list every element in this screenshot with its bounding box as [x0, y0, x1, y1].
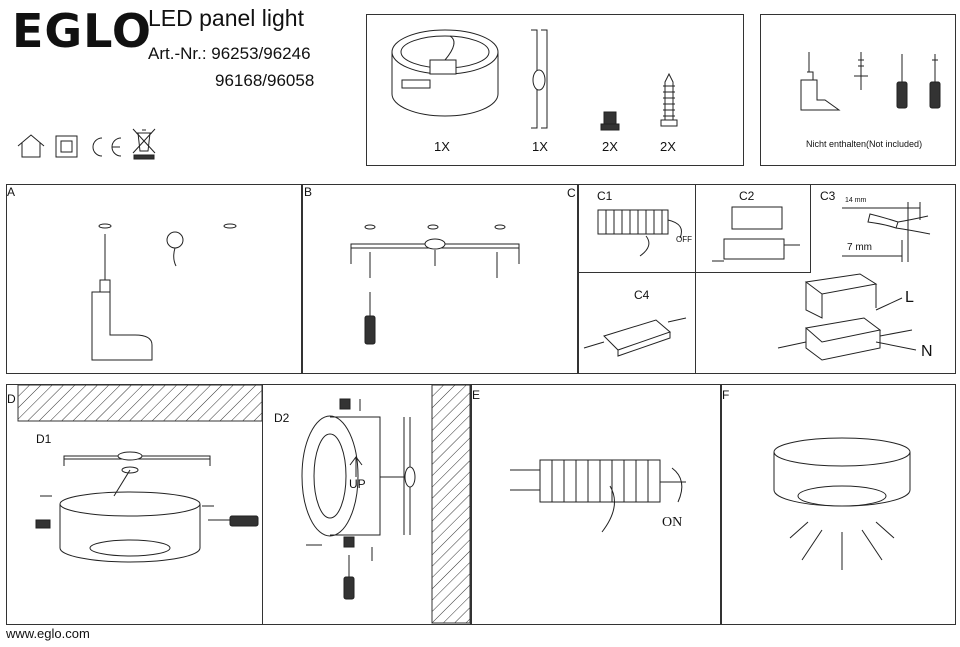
step-c3-strip-outer: 14 mm — [845, 197, 867, 204]
wall-hatch — [431, 384, 471, 624]
step-e-on-text: ON — [662, 515, 683, 530]
qty-wall-plug: 2X — [660, 139, 676, 154]
step-f-label: F — [722, 388, 730, 402]
step-c-panel — [578, 184, 956, 374]
step-c1-off-text: OFF — [676, 235, 692, 244]
step-d1-ceiling-mount-drawing — [35, 451, 259, 563]
flat-screwdriver-icon — [896, 54, 908, 109]
protection-class-ii-icon — [55, 135, 78, 158]
step-c2-terminal-drawing — [712, 206, 800, 262]
phillips-screwdriver-icon — [929, 54, 941, 109]
drill-icon — [800, 52, 841, 111]
house-indoor-icon — [17, 134, 45, 158]
step-a-drilling-drawing — [91, 223, 237, 361]
step-a-label: A — [7, 185, 16, 199]
step-f-panel — [721, 384, 956, 625]
step-c3-strip-inner: 7 mm — [847, 242, 872, 253]
step-a-panel — [6, 184, 302, 374]
step-f-light-on-drawing — [773, 437, 911, 570]
step-e-panel — [471, 384, 721, 625]
step-c-neutral-label: N — [921, 343, 933, 360]
article-numbers-line1: Art.-Nr.: 96253/96246 — [148, 44, 311, 63]
step-e-label: E — [472, 388, 481, 402]
step-d-label: D — [7, 392, 16, 406]
qty-mounting-bracket: 1X — [532, 139, 548, 154]
ceiling-hatch — [17, 384, 263, 422]
step-b-label: B — [304, 185, 313, 199]
step-b-panel — [302, 184, 578, 374]
step-d1-label: D1 — [36, 432, 52, 446]
weee-bin-icon — [132, 128, 156, 160]
product-title: LED panel light — [148, 5, 304, 31]
step-c-grid-vline1 — [695, 184, 696, 374]
wall-plug-drawing — [660, 72, 678, 127]
step-c-wiring-drawing — [777, 273, 917, 361]
step-c2-label: C2 — [739, 189, 755, 203]
mounting-bracket-drawing — [531, 29, 548, 129]
brand-logo: EGLO — [12, 4, 152, 58]
footer-website: www.eglo.com — [6, 626, 90, 641]
qty-luminaire: 1X — [434, 139, 450, 154]
qty-screw: 2X — [602, 139, 618, 154]
step-b-bracket-drawing — [350, 224, 520, 345]
wall-plug-tool-icon — [854, 52, 868, 90]
package-contents-panel — [366, 14, 744, 166]
step-d2-label: D2 — [274, 411, 290, 425]
step-c4-connector-drawing — [583, 317, 687, 357]
tools-not-included-note: Nicht enthalten(Not included) — [806, 139, 923, 149]
step-c4-label: C4 — [634, 288, 650, 302]
luminaire-housing-drawing — [391, 29, 499, 117]
article-numbers-line2: 96168/96058 — [215, 71, 315, 90]
step-d-divider — [262, 384, 263, 625]
ce-mark-icon — [92, 137, 122, 157]
tools-panel — [760, 14, 956, 166]
step-d2-wall-mount-drawing — [301, 398, 416, 600]
step-c3-label: C3 — [820, 189, 836, 203]
step-c-line-label: L — [905, 289, 914, 306]
step-e-breaker-drawing — [510, 459, 686, 533]
step-c1-label: C1 — [597, 189, 613, 203]
step-c-label: C — [567, 186, 576, 200]
step-c-grid-vline2 — [810, 184, 811, 272]
screw-drawing — [600, 111, 620, 131]
step-d2-up-text: UP — [349, 477, 366, 491]
step-c3-cable-drawing — [842, 202, 931, 262]
step-c-grid-hline — [578, 272, 811, 273]
step-c1-breaker-drawing — [597, 209, 682, 257]
